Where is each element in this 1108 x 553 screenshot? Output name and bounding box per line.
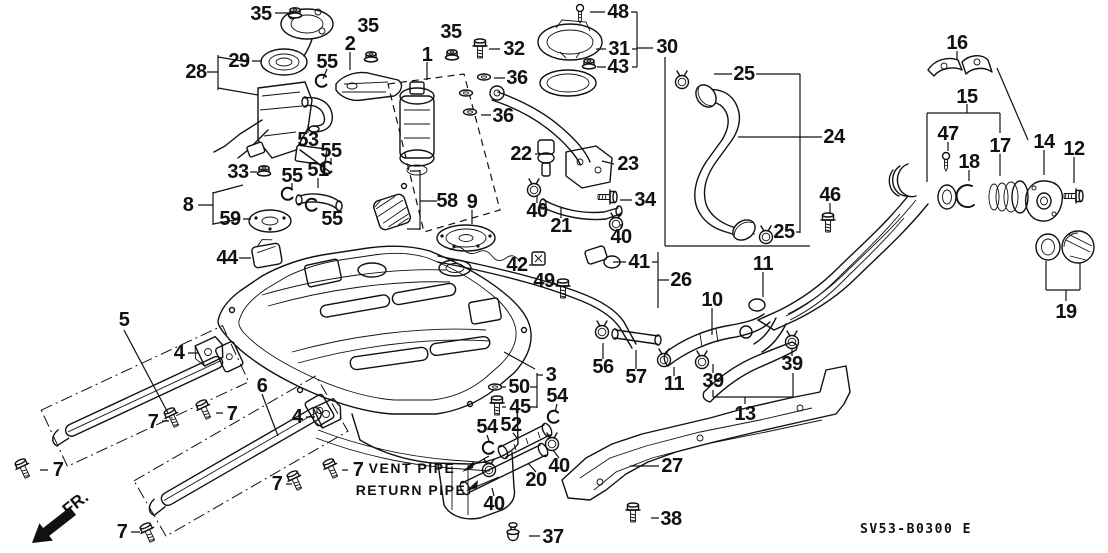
part-label-11: 11 xyxy=(663,373,685,395)
part-label-9: 9 xyxy=(466,191,478,213)
part-label-36: 36 xyxy=(506,67,528,89)
part-label-35: 35 xyxy=(250,3,272,25)
part-label-40: 40 xyxy=(483,493,505,515)
part-label-35: 35 xyxy=(440,21,462,43)
strap-bracket-rear xyxy=(312,397,342,429)
fuel-filler-pipe xyxy=(739,55,1095,353)
hose-assembly-24 xyxy=(694,84,756,241)
part-label-3: 3 xyxy=(545,364,557,386)
part-label-7: 7 xyxy=(271,473,283,495)
part-label-22: 22 xyxy=(510,143,532,165)
part-label-18: 18 xyxy=(958,151,980,173)
annotation-vent-pipe: VENT PIPE xyxy=(368,460,456,476)
part-label-7: 7 xyxy=(352,459,364,481)
part-label-35: 35 xyxy=(357,15,379,37)
part-label-14: 14 xyxy=(1033,131,1055,153)
part-label-54: 54 xyxy=(546,385,568,407)
part-label-40: 40 xyxy=(548,455,570,477)
part-label-12: 12 xyxy=(1063,138,1085,160)
part-label-23: 23 xyxy=(617,153,639,175)
part-label-58: 58 xyxy=(436,190,458,212)
part-label-25: 25 xyxy=(773,221,795,243)
leader-lines xyxy=(40,11,1081,537)
part-label-55: 55 xyxy=(316,51,338,73)
part-label-8: 8 xyxy=(182,194,194,216)
part-label-47: 47 xyxy=(937,123,959,145)
part-label-7: 7 xyxy=(52,459,64,481)
part-label-11: 11 xyxy=(752,253,774,275)
part-label-45: 45 xyxy=(509,396,531,418)
part-label-1: 1 xyxy=(421,44,433,66)
part-label-30: 30 xyxy=(656,36,678,58)
part-label-5: 5 xyxy=(118,309,130,331)
part-label-50: 50 xyxy=(508,376,530,398)
part-label-57: 57 xyxy=(625,366,647,388)
part-label-59: 59 xyxy=(219,208,241,230)
part-label-27: 27 xyxy=(661,455,683,477)
part-label-17: 17 xyxy=(989,135,1011,157)
part-label-4: 4 xyxy=(291,406,303,428)
part-label-43: 43 xyxy=(607,56,629,78)
vent-return-pipes xyxy=(459,422,553,496)
part-label-46: 46 xyxy=(819,184,841,206)
part-label-10: 10 xyxy=(701,289,723,311)
part-label-56: 56 xyxy=(592,356,614,378)
part-label-4: 4 xyxy=(173,342,185,364)
part-label-49: 49 xyxy=(533,270,555,292)
part-label-55: 55 xyxy=(281,165,303,187)
part-label-16: 16 xyxy=(946,32,968,54)
filler-hoses xyxy=(663,313,798,403)
part-label-52: 52 xyxy=(500,414,522,436)
annotation-return-pipe: RETURN PIPE xyxy=(355,482,467,498)
part-label-34: 34 xyxy=(634,189,656,211)
part-label-40: 40 xyxy=(526,200,548,222)
part-label-19: 19 xyxy=(1055,301,1077,323)
part-label-55: 55 xyxy=(320,140,342,162)
part-label-42: 42 xyxy=(506,254,528,276)
tank-strap-front xyxy=(40,324,250,468)
part-label-24: 24 xyxy=(823,126,845,148)
part-label-21: 21 xyxy=(550,215,572,237)
part-label-28: 28 xyxy=(185,61,207,83)
part-label-40: 40 xyxy=(610,226,632,248)
part-label-41: 41 xyxy=(628,251,650,273)
part-label-7: 7 xyxy=(147,411,159,433)
vent-valve-assembly xyxy=(437,85,662,349)
fuel-pump-assembly xyxy=(213,8,501,269)
part-label-6: 6 xyxy=(256,375,268,397)
sender-cap-assembly xyxy=(537,19,603,97)
part-label-39: 39 xyxy=(781,353,803,375)
part-label-37: 37 xyxy=(542,526,564,548)
diagram-code: SV53-B0300 E xyxy=(860,522,972,537)
strap-bracket-front xyxy=(194,335,224,367)
part-label-2: 2 xyxy=(344,33,356,55)
part-label-55: 55 xyxy=(321,208,343,230)
part-label-53: 53 xyxy=(297,129,319,151)
part-label-54: 54 xyxy=(476,416,498,438)
part-label-20: 20 xyxy=(525,469,547,491)
pipe-protector-bracket xyxy=(561,365,851,501)
part-label-33: 33 xyxy=(227,161,249,183)
part-label-51: 51 xyxy=(307,159,329,181)
part-label-36: 36 xyxy=(492,105,514,127)
part-label-25: 25 xyxy=(733,63,755,85)
part-label-48: 48 xyxy=(607,1,629,23)
part-label-7: 7 xyxy=(226,403,238,425)
part-label-39: 39 xyxy=(702,370,724,392)
part-label-15: 15 xyxy=(956,86,978,108)
part-label-32: 32 xyxy=(503,38,525,60)
part-label-38: 38 xyxy=(660,508,682,530)
tank-strap-rear xyxy=(133,375,349,537)
part-label-26: 26 xyxy=(670,269,692,291)
part-label-31: 31 xyxy=(608,38,630,60)
part-label-13: 13 xyxy=(734,403,756,425)
part-label-29: 29 xyxy=(228,50,250,72)
part-label-44: 44 xyxy=(216,247,238,269)
part-label-7: 7 xyxy=(116,521,128,543)
